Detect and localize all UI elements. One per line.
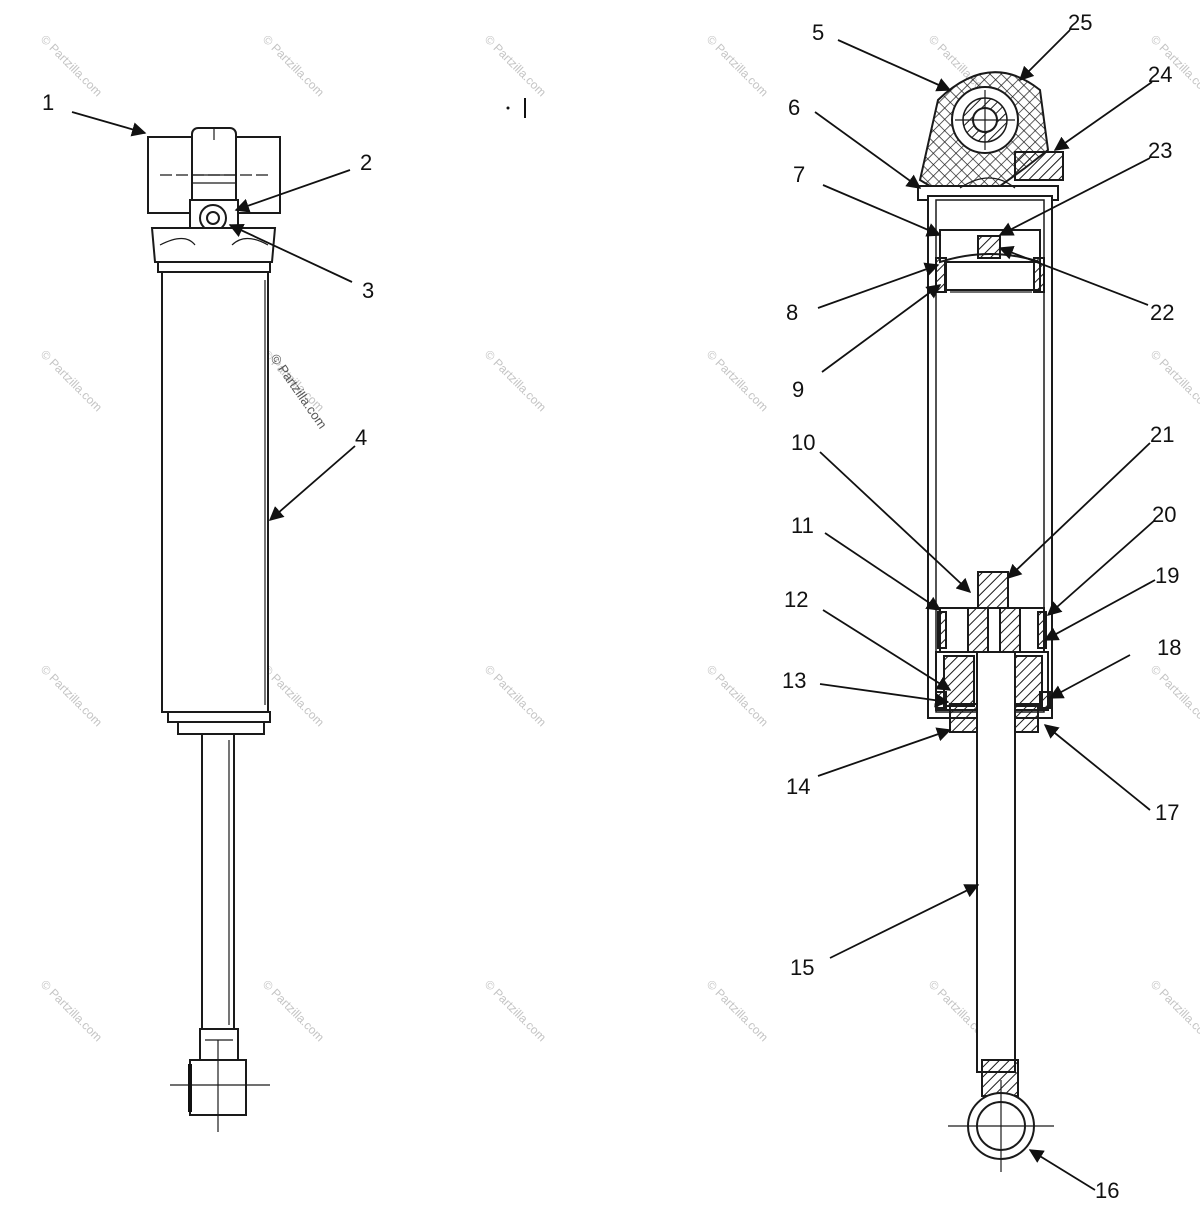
watermark-text: © Partzilla.com xyxy=(268,351,331,431)
callout-22: 22 xyxy=(1150,300,1174,325)
watermark-text: © Partzilla.com xyxy=(1148,662,1200,729)
callout-12: 12 xyxy=(784,587,808,612)
callout-18: 18 xyxy=(1157,635,1181,660)
callout-10: 10 xyxy=(791,430,815,455)
callout-19: 19 xyxy=(1155,563,1179,588)
callout-15: 15 xyxy=(790,955,814,980)
watermark-text: © Partzilla.com xyxy=(260,32,327,99)
bumper xyxy=(949,703,981,733)
floating-piston xyxy=(944,261,1041,291)
shock-body xyxy=(161,271,269,713)
shock-cross-section xyxy=(917,71,1064,1172)
watermark-text: © Partzilla.com xyxy=(38,347,105,414)
leader-lines xyxy=(71,29,1156,1191)
lower-rod-end xyxy=(199,1028,239,1062)
callout-13: 13 xyxy=(782,668,806,693)
callout-6: 6 xyxy=(788,95,800,120)
watermark-text: © Partzilla.com xyxy=(482,32,549,99)
callout-21: 21 xyxy=(1150,422,1174,447)
callout-24: 24 xyxy=(1148,62,1172,87)
watermark-text: © Partzilla.com xyxy=(482,977,549,1044)
callout-17: 17 xyxy=(1155,800,1179,825)
watermark-text: © Partzilla.com xyxy=(38,662,105,729)
charge-valve xyxy=(1014,151,1064,181)
watermark-text: © Partzilla.com xyxy=(1148,347,1200,414)
callout-7: 7 xyxy=(793,162,805,187)
watermark-text: © Partzilla.com xyxy=(704,662,771,729)
watermark-text: © Partzilla.com xyxy=(260,977,327,1044)
callout-labels: 1 2 3 4 5 6 7 8 9 10 11 12 13 14 15 16 1… xyxy=(42,10,1181,1203)
piston-nut xyxy=(977,571,1009,609)
watermark-text: © Partzilla.com xyxy=(38,977,105,1044)
piston-bleed-screw xyxy=(977,235,1001,259)
watermark-text: © Partzilla.com xyxy=(482,347,549,414)
main-piston xyxy=(939,607,1045,653)
callout-11: 11 xyxy=(791,513,814,538)
callout-3: 3 xyxy=(362,278,374,303)
watermark-text: © Partzilla.com xyxy=(482,662,549,729)
reservoir-cap xyxy=(150,227,277,263)
callout-14: 14 xyxy=(786,774,810,799)
callout-23: 23 xyxy=(1148,138,1172,163)
callout-9: 9 xyxy=(792,377,804,402)
watermark-text: © Partzilla.com xyxy=(704,32,771,99)
shaft-threads xyxy=(981,1059,1019,1097)
callout-4: 4 xyxy=(355,425,367,450)
watermark-text: © Partzilla.com xyxy=(1148,977,1200,1044)
callout-25: 25 xyxy=(1068,10,1092,35)
watermark-text: © Partzilla.com xyxy=(704,977,771,1044)
callout-8: 8 xyxy=(786,300,798,325)
shock-external-view xyxy=(147,127,281,1132)
callout-5: 5 xyxy=(812,20,824,45)
watermark-text: © Partzilla.com xyxy=(704,347,771,414)
callout-1: 1 xyxy=(42,90,54,115)
callout-16: 16 xyxy=(1095,1178,1119,1200)
shaft-section xyxy=(976,651,1016,1073)
callout-2: 2 xyxy=(360,150,372,175)
callout-20: 20 xyxy=(1152,502,1176,527)
